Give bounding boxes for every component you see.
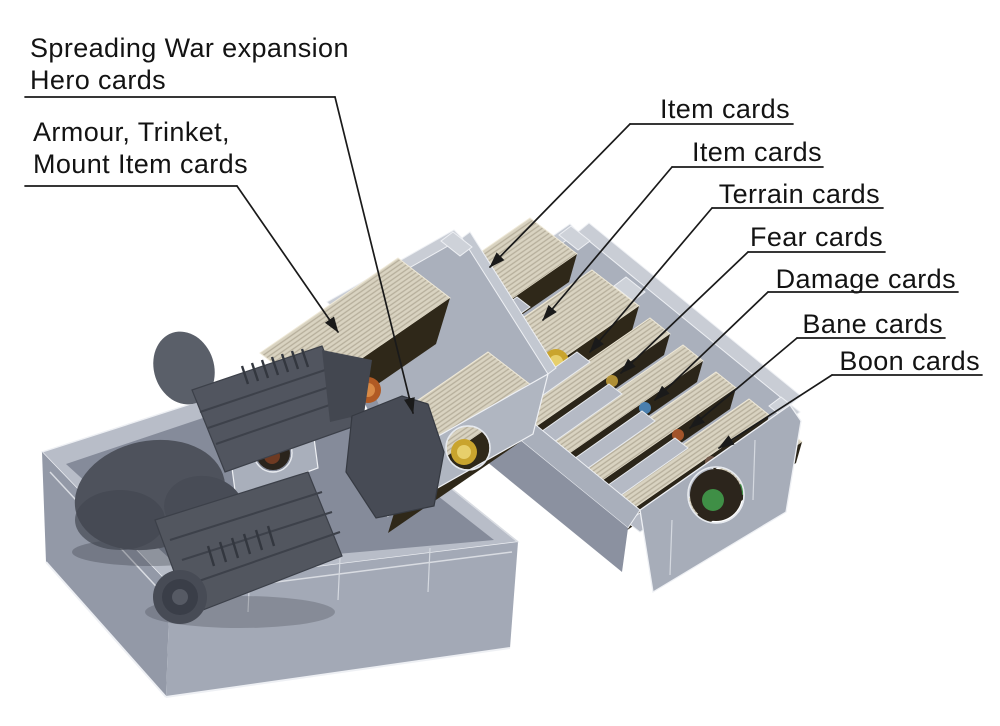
callout-item-2-text: Item cards [692, 137, 822, 167]
callout-damage: Damage cards [654, 264, 959, 401]
war-wagon-lower [153, 471, 343, 624]
callout-bane: Bane cards [689, 309, 946, 429]
leader-arrow [489, 123, 631, 268]
callout-item-1: Item cards [489, 94, 794, 268]
callout-terrain: Terrain cards [589, 179, 884, 353]
boon-card-emblem [702, 489, 724, 511]
callout-armour: Armour, Trinket, Mount Item cards [24, 117, 339, 333]
leader-arrow [334, 96, 415, 414]
callout-damage-text: Damage cards [776, 264, 956, 294]
middle-tray-right-rim [461, 231, 557, 375]
callout-bane-text: Bane cards [802, 309, 943, 339]
callout-item-1-text: Item cards [660, 94, 790, 124]
seam [337, 557, 341, 601]
tray-front-left-wall [42, 452, 170, 697]
corner-post [558, 225, 591, 251]
leader-arrow [718, 374, 833, 449]
callout-armour-line-1: Armour, Trinket, [33, 117, 230, 147]
war-wagon-upper [191, 345, 356, 473]
callout-hero-line-2: Hero cards [30, 65, 166, 95]
leader-arrow [654, 291, 769, 401]
corner-post [440, 231, 473, 257]
callout-hero-line-1: Spreading War expansion [30, 33, 349, 63]
annotations: Spreading War expansion Hero cards Armou… [24, 33, 983, 449]
leader-arrow [689, 337, 798, 429]
leader-arrow [542, 166, 673, 321]
callout-item-2: Item cards [542, 137, 824, 321]
seam [752, 439, 756, 501]
seam [427, 547, 431, 593]
callout-fear-text: Fear cards [750, 222, 883, 252]
leader-arrow [620, 251, 749, 374]
seam [45, 561, 167, 698]
wagon-canopy [153, 331, 215, 405]
leader-arrow [589, 207, 713, 353]
miniatures [72, 331, 445, 628]
callout-armour-line-2: Mount Item cards [33, 149, 248, 179]
callout-fear: Fear cards [620, 222, 886, 374]
leader-arrow [236, 185, 339, 333]
callout-boon: Boon cards [718, 346, 983, 449]
wagon-end-piece [322, 350, 372, 422]
callout-terrain-text: Terrain cards [719, 179, 880, 209]
callout-hero: Spreading War expansion Hero cards [24, 33, 415, 414]
callout-boon-text: Boon cards [839, 346, 980, 376]
seam [165, 647, 511, 698]
thumb-notch-rim [687, 466, 745, 524]
seam [669, 519, 673, 576]
